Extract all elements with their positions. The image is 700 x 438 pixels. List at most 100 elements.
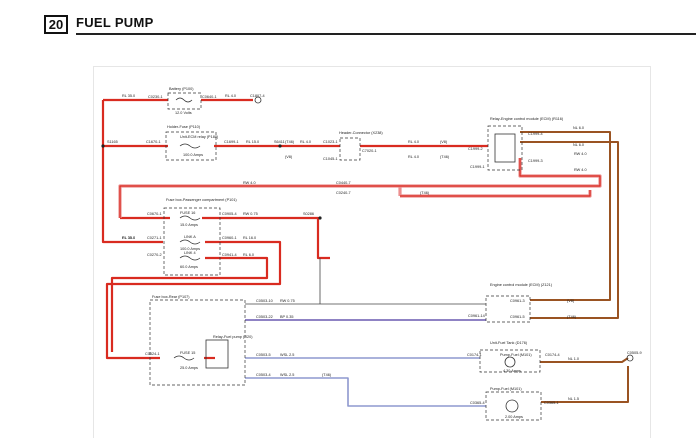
conn-label: C1699-1 <box>224 140 239 144</box>
option-tag: (T46) <box>440 155 450 159</box>
holder-fuse-box <box>165 131 217 161</box>
ground-top-icon <box>254 96 262 104</box>
option-tag: (V8) <box>285 155 293 159</box>
wire-code: NL 1.5 <box>568 397 579 401</box>
wire-link-a-loop <box>105 240 282 360</box>
wire-code: RL 35.0 <box>122 94 135 98</box>
option-tag: (T46) <box>567 315 577 319</box>
wire-code: RW 0.75 <box>280 299 295 303</box>
page-header: 20 FUEL PUMP <box>0 0 700 40</box>
wire-code: RL 4.0 <box>408 140 419 144</box>
splice-dot <box>278 144 282 148</box>
conn-label: C0230-1 <box>148 95 163 99</box>
conn-label: C0271-1 <box>147 236 162 240</box>
wire-battery-feed <box>101 100 163 244</box>
relay-loop-wires <box>118 158 602 218</box>
fuse-rating: 100.0 Amps <box>183 153 203 157</box>
conn-label: C0670-1 <box>147 212 162 216</box>
wire-code: RW 0.75 <box>243 212 258 216</box>
conn-label: C0941-4 <box>222 253 237 257</box>
tank-label: Unit-Fuel Tank (D176) <box>490 341 528 345</box>
header-connector-box <box>339 137 361 161</box>
holder-fuse-symbol <box>179 143 201 149</box>
pump-fuel-box <box>485 391 542 421</box>
rear-box-label: Fuse box-Rear (P107) <box>152 295 190 299</box>
header-rule <box>76 33 696 35</box>
battery-label: Battery (P100) <box>169 87 194 91</box>
wire-code: RW 4.0 <box>243 181 256 185</box>
conn-label: C0174-4 <box>545 353 560 357</box>
option-tag: (T46) <box>420 191 430 195</box>
conn-label: C1999-4 <box>528 132 543 136</box>
wire-code: NL 6.0 <box>573 126 584 130</box>
conn-label: C0961-14 <box>468 314 485 318</box>
wire-code: NL 1.0 <box>568 357 579 361</box>
wire-ground-tank <box>540 357 629 363</box>
thin-wires <box>245 258 486 305</box>
ecm-label: Engine control module (ECM) (Z121) <box>490 283 553 287</box>
conn-label: C0503-5 <box>256 353 271 357</box>
link-label: LINK A <box>184 235 196 239</box>
link-rating: 60.0 Amps <box>180 265 198 269</box>
pump-motor-icon <box>505 399 519 413</box>
wire-rw-loop <box>118 158 602 218</box>
wire-wsl-pump <box>245 377 486 407</box>
option-tag: (V8) <box>567 299 575 303</box>
wire-code: RL 16.0 <box>243 236 256 240</box>
battery-voltage: 12.0 Volts <box>175 111 192 115</box>
conn-label: C1045-1 <box>323 157 338 161</box>
conn-label: C7020-1 <box>362 149 377 153</box>
pass-box-label: Fuse box-Passenger compartment (P101) <box>166 198 237 202</box>
relay-ecm-box <box>487 125 523 171</box>
wire-code: RL 35.0 <box>122 236 135 240</box>
conn-label: C0270-2 <box>147 253 162 257</box>
page-number: 20 <box>44 15 68 34</box>
fuse-label: FUSE 15 <box>180 351 195 355</box>
tank-rating: 4.30 Amps <box>503 369 521 373</box>
conn-label: C1999-1 <box>470 165 485 169</box>
relay-label: Relay-Fuel pump (R20) <box>213 335 253 339</box>
option-tag: (T46) <box>285 140 295 144</box>
splice-dot <box>101 144 105 148</box>
rear-fusebox <box>149 299 246 386</box>
ecm-box <box>485 295 531 323</box>
fuse-rating: 25.0 Amps <box>180 366 198 370</box>
pass-fusebox <box>163 207 221 276</box>
link-4-symbol <box>179 255 201 261</box>
diagram-sheet <box>93 66 651 438</box>
ground-wires <box>520 131 629 403</box>
link-a-symbol <box>179 239 201 245</box>
wire-pass-out <box>202 216 330 260</box>
wire-ground-pump <box>541 366 629 403</box>
wire-code: RW 4.0 <box>574 168 587 172</box>
wire-code: RL 4.0 <box>225 94 236 98</box>
fuse16-symbol <box>179 215 201 221</box>
wire-link-4 <box>110 256 269 352</box>
wire-code: RW 4.0 <box>574 152 587 156</box>
conn-label: C0905-4 <box>222 212 237 216</box>
fuse15-symbol <box>173 355 195 361</box>
option-tag: (V8) <box>440 140 448 144</box>
pump-feed-wires <box>245 357 486 407</box>
conn-label: C0174-1 <box>467 353 482 357</box>
splice-dot <box>318 216 322 220</box>
conn-label: C0503-10 <box>256 299 273 303</box>
wire-code: RL 6.0 <box>243 253 254 257</box>
conn-label: C0505-9 <box>627 351 642 355</box>
link-label: LINK 4 <box>184 251 196 255</box>
battery-symbol <box>175 97 193 103</box>
power-feed-wires <box>101 98 488 360</box>
option-tag: (T46) <box>322 373 332 377</box>
conn-label: C0440-7 <box>336 181 351 185</box>
tank-relay-label: Pump-Fuel (M101) <box>500 353 532 357</box>
ground-right-icon <box>626 354 634 362</box>
conn-label: C0961-5 <box>510 315 525 319</box>
conn-label: C1999-2 <box>468 147 483 151</box>
conn-label: C1023-1 <box>323 140 338 144</box>
wire-code: RL 35.0 <box>122 236 135 240</box>
fuse-rating: 15.0 Amps <box>180 223 198 227</box>
wire-code: RL 4.0 <box>408 155 419 159</box>
conn-label: C0503-4 <box>256 373 271 377</box>
relay-loop-core <box>119 158 601 218</box>
conn-label: C1807-4 <box>250 94 265 98</box>
